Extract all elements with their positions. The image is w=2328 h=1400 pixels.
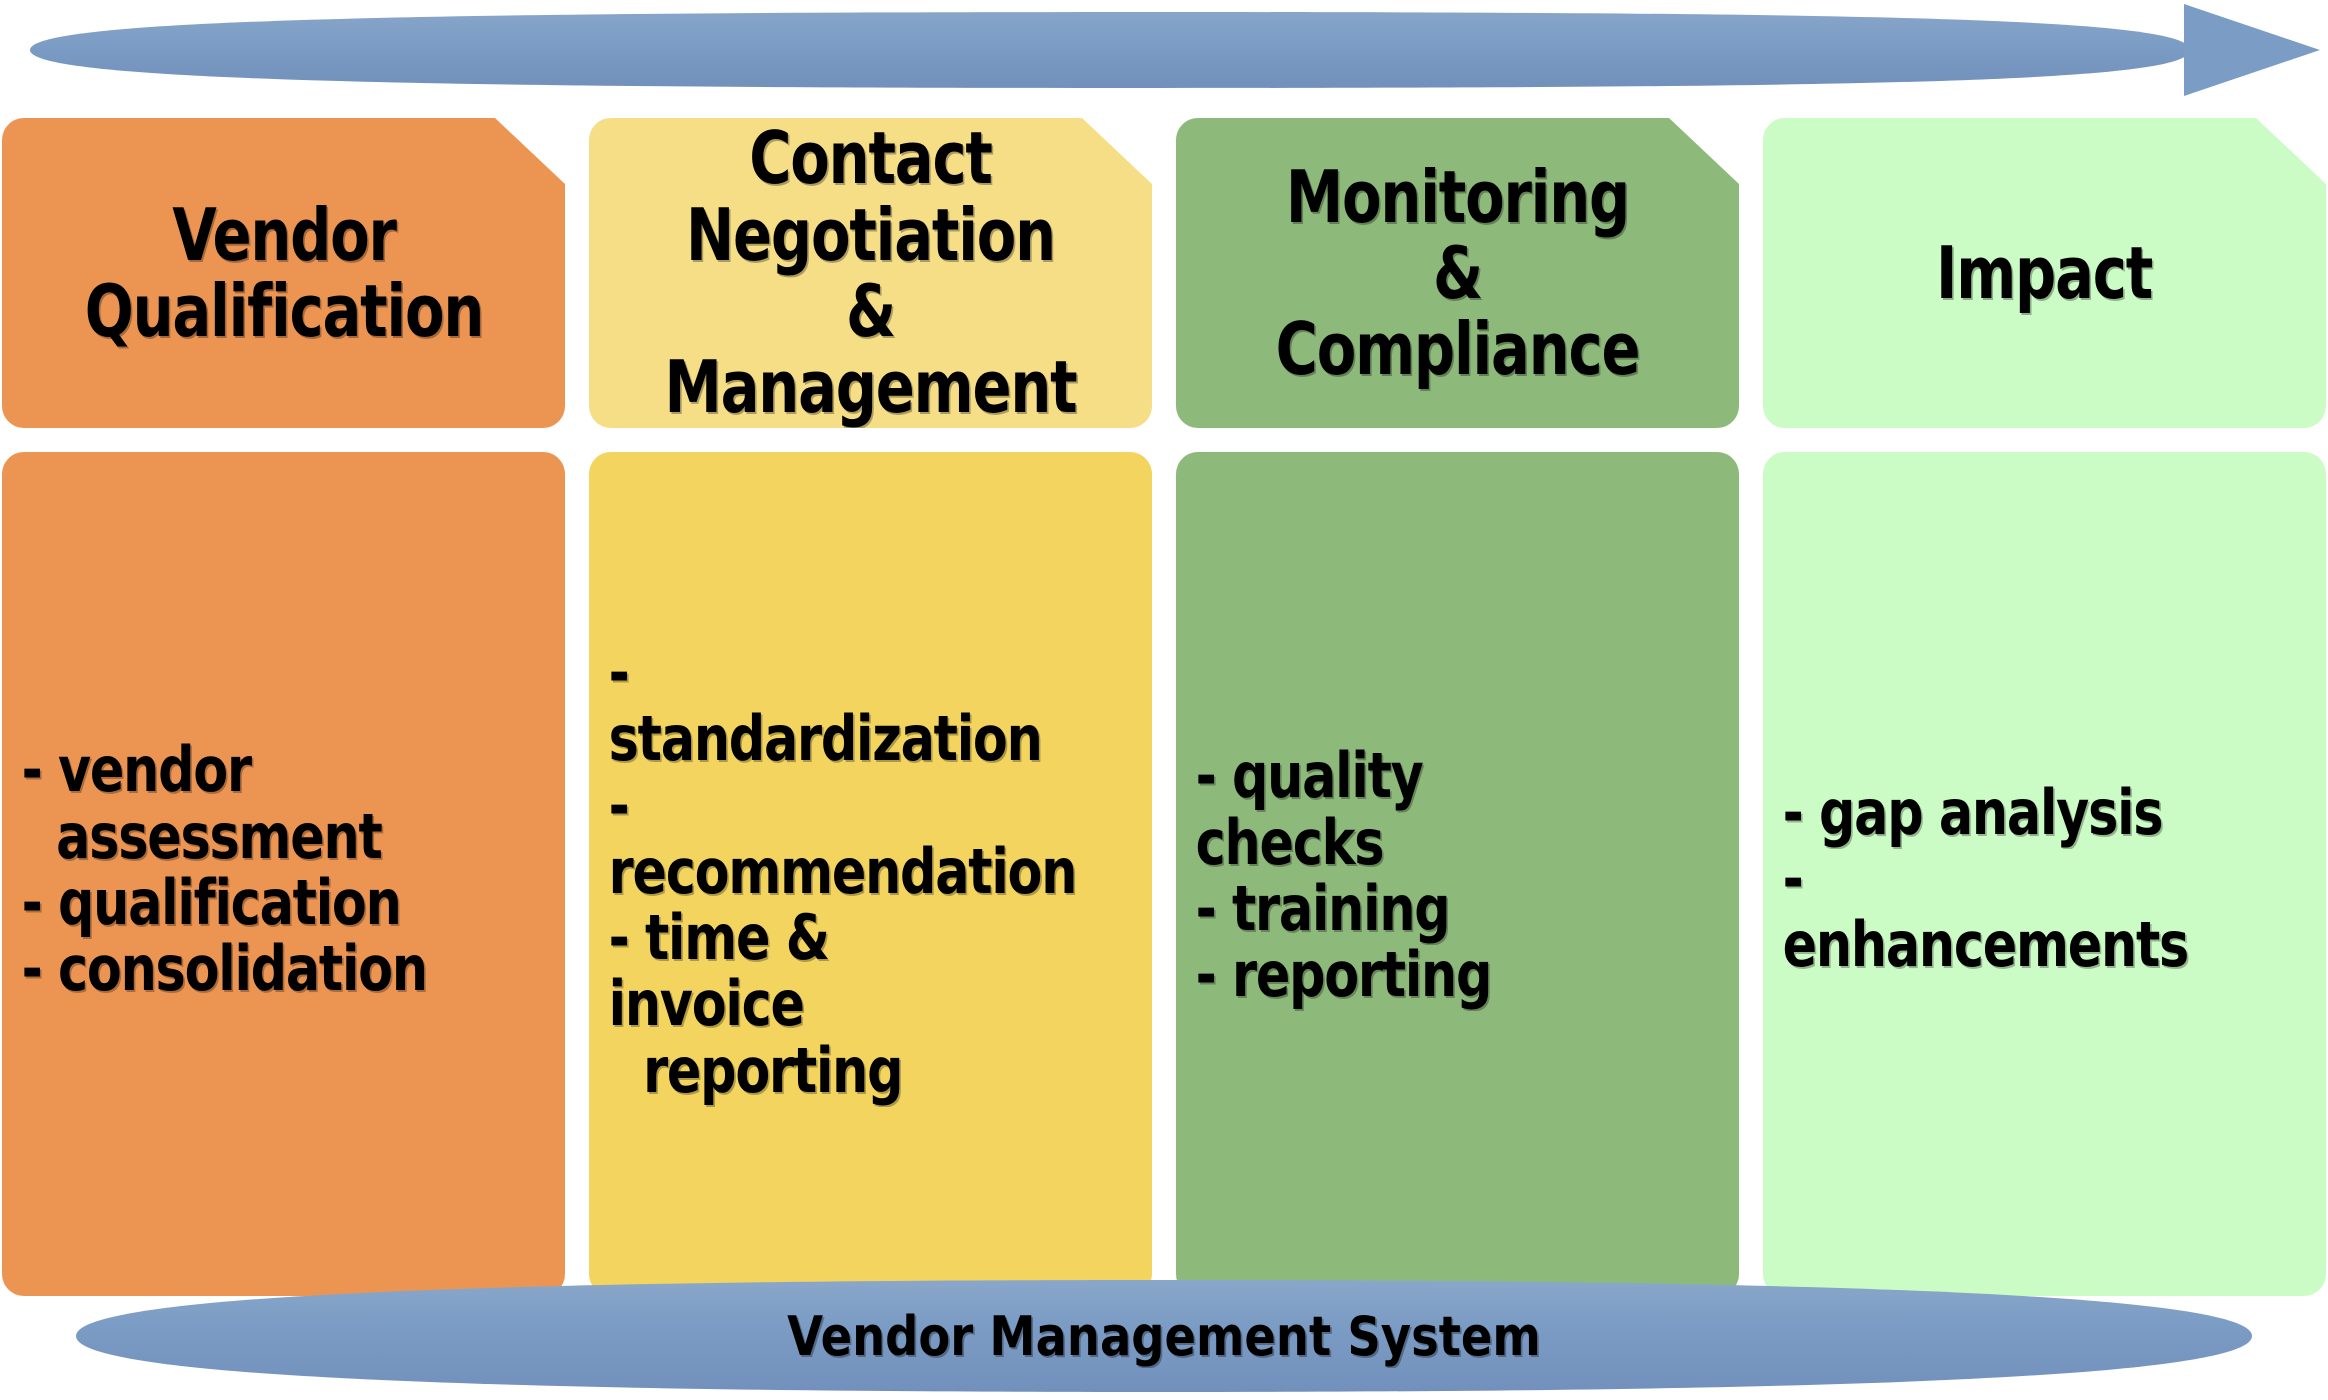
list-item: - recommendation <box>607 772 1078 906</box>
stage-header-label: Monitoring & Compliance <box>1275 154 1640 392</box>
stage-column-monitoring-compliance[interactable]: Monitoring & Compliance - quality checks… <box>1176 118 1739 1296</box>
foundation-bar-label: Vendor Management System <box>787 1304 1541 1368</box>
stage-body-contact-negotiation-management[interactable]: - standardization - recommendation - tim… <box>589 452 1152 1296</box>
list-item-text: - standardization <box>608 635 1043 776</box>
list-item-continuation: assessment <box>56 799 383 873</box>
column-gap <box>1763 428 2326 452</box>
column-gap <box>1176 428 1739 452</box>
arrow-head <box>2184 4 2320 96</box>
list-item-text: - time & invoice <box>608 901 830 1041</box>
bullet-list: - gap analysis - enhancements <box>1781 779 2308 979</box>
stage-header-label: Impact <box>1936 230 2153 315</box>
stage-header-contact-negotiation-management[interactable]: Contact Negotiation & Management <box>589 118 1152 428</box>
bullet-list: - quality checks - training - reporting <box>1194 743 1721 1008</box>
foundation-bar-shape <box>76 1280 2252 1392</box>
stage-column-contact-negotiation-management[interactable]: Contact Negotiation & Management - stand… <box>589 118 1152 1296</box>
list-item: - reporting <box>1194 942 1626 1008</box>
list-item-text: - recommendation <box>608 768 1078 908</box>
list-item: - quality checks <box>1194 743 1626 876</box>
list-item: - consolidation <box>20 936 452 1002</box>
bullet-list: - standardization - recommendation - tim… <box>607 639 1134 1107</box>
list-item: - training <box>1194 875 1626 942</box>
stage-column-impact[interactable]: Impact - gap analysis - enhancements <box>1763 118 2326 1296</box>
list-item-text: - consolidation <box>21 932 428 1006</box>
arrow-shaft <box>30 12 2190 88</box>
list-item-text: - training <box>1195 872 1451 945</box>
stage-body-monitoring-compliance[interactable]: - quality checks - training - reporting <box>1176 452 1739 1296</box>
list-item: - enhancements <box>1781 845 2213 979</box>
list-item: - qualification <box>20 869 452 936</box>
foundation-bar[interactable]: Vendor Management System <box>70 1272 2258 1400</box>
process-direction-arrow <box>0 0 2328 100</box>
list-item-text: - gap analysis <box>1782 775 2164 849</box>
list-item-text: - qualification <box>21 866 402 939</box>
list-item-text: - quality checks <box>1195 739 1424 879</box>
column-gap <box>2 428 565 452</box>
list-item-text: - vendor <box>21 733 252 807</box>
stage-header-impact[interactable]: Impact <box>1763 118 2326 428</box>
column-gap <box>589 428 1152 452</box>
list-item-continuation: reporting <box>643 1033 903 1107</box>
stage-body-impact[interactable]: - gap analysis - enhancements <box>1763 452 2326 1296</box>
stage-header-label: Contact Negotiation & Management <box>664 116 1077 430</box>
stage-header-label: Vendor Qualification <box>84 192 483 353</box>
list-item: - gap analysis <box>1781 779 2213 846</box>
list-item: - standardization <box>607 639 1043 773</box>
stage-header-vendor-qualification[interactable]: Vendor Qualification <box>2 118 565 428</box>
list-item-text: - enhancements <box>1782 841 2190 982</box>
list-item-text: - reporting <box>1195 938 1493 1012</box>
stage-header-monitoring-compliance[interactable]: Monitoring & Compliance <box>1176 118 1739 428</box>
